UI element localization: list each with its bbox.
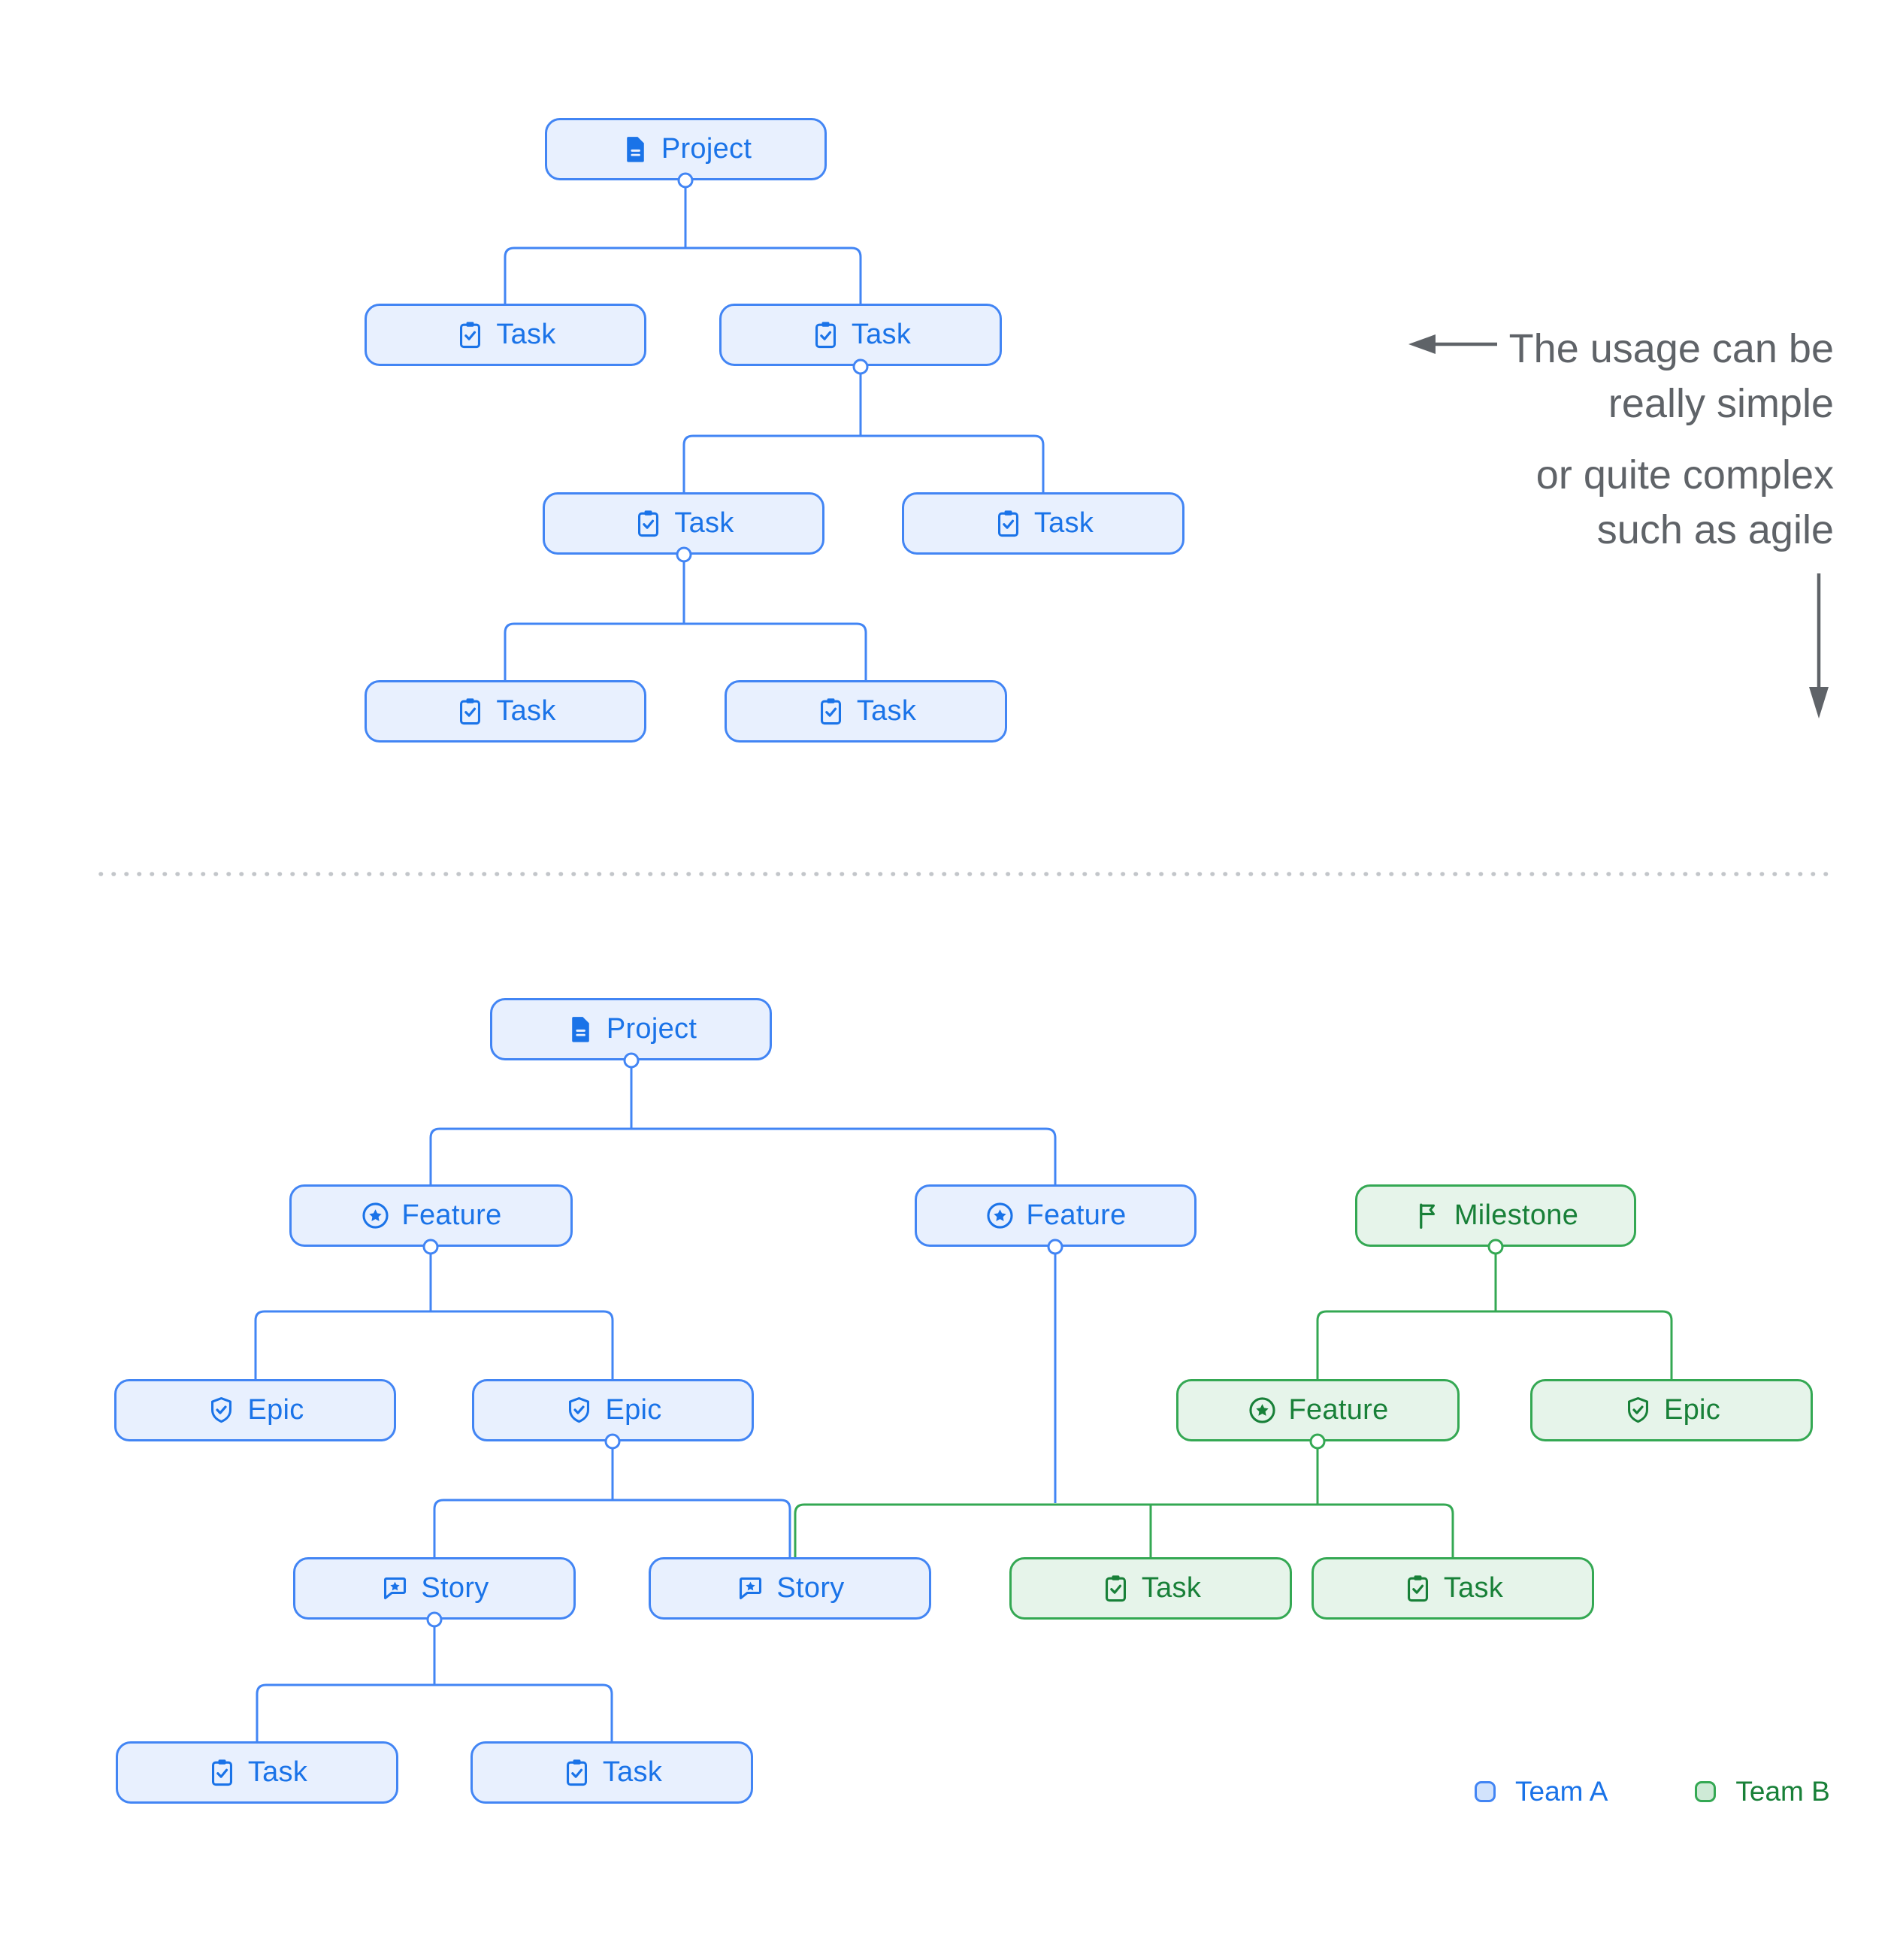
node-label: Epic: [605, 1394, 662, 1426]
node-task: Task: [719, 304, 1002, 366]
legend: Team A Team B: [1475, 1776, 1830, 1807]
node-task: Task: [365, 680, 646, 743]
node-label: Task: [851, 319, 912, 350]
legend-item-team-b: Team B: [1695, 1776, 1830, 1807]
node-story: Story: [293, 1557, 576, 1620]
feature-star-icon: [987, 1202, 1014, 1229]
epic-shield-icon: [569, 1396, 590, 1423]
node-story: Story: [649, 1557, 931, 1620]
node-label: Task: [1443, 1572, 1504, 1604]
node-task: Task: [543, 492, 824, 555]
node-label: Milestone: [1454, 1199, 1579, 1231]
node-label: Story: [421, 1572, 489, 1604]
node-task: Task: [365, 304, 646, 366]
node-label: Task: [602, 1756, 663, 1788]
node-task: Task: [725, 680, 1007, 743]
node-label: Story: [776, 1572, 845, 1604]
node-task: Task: [1009, 1557, 1292, 1620]
node-epic: Epic: [1530, 1379, 1813, 1441]
node-epic: Epic: [472, 1379, 754, 1441]
task-check-icon: [1105, 1574, 1126, 1602]
node-feature: Feature: [1176, 1379, 1460, 1441]
note-complex: or quite complex such as agile: [1536, 448, 1834, 558]
task-check-icon: [1407, 1574, 1428, 1602]
note-line: The usage can be: [1508, 326, 1834, 371]
task-check-icon: [820, 697, 841, 725]
node-project: Project: [545, 118, 827, 180]
node-feature: Feature: [915, 1184, 1197, 1247]
team-a-swatch: [1475, 1781, 1496, 1802]
task-check-icon: [638, 509, 659, 537]
node-label: Task: [674, 507, 734, 539]
node-label: Project: [661, 133, 752, 165]
legend-label: Team B: [1735, 1776, 1830, 1807]
node-label: Project: [606, 1013, 697, 1045]
story-star-icon: [384, 1577, 407, 1600]
document-icon: [625, 135, 646, 164]
node-feature: Feature: [289, 1184, 573, 1247]
node-label: Task: [856, 695, 917, 727]
node-label: Task: [1141, 1572, 1202, 1604]
milestone-flag-icon: [1419, 1203, 1435, 1230]
connector-simple-tree: [504, 172, 1045, 680]
team-b-swatch: [1695, 1781, 1717, 1802]
node-task: Task: [116, 1741, 398, 1804]
task-check-icon: [211, 1758, 232, 1786]
epic-shield-icon: [211, 1396, 232, 1423]
task-check-icon: [566, 1758, 587, 1786]
story-star-icon: [740, 1577, 762, 1600]
note-line: really simple: [1608, 381, 1834, 426]
document-icon: [570, 1015, 591, 1044]
note-simple: The usage can be really simple: [1509, 322, 1834, 431]
feature-star-icon: [1249, 1397, 1276, 1423]
node-task: Task: [902, 492, 1184, 555]
legend-item-team-a: Team A: [1475, 1776, 1608, 1807]
node-project: Project: [490, 998, 772, 1060]
node-label: Feature: [401, 1199, 502, 1231]
node-epic: Epic: [114, 1379, 396, 1441]
node-task: Task: [1312, 1557, 1594, 1620]
node-task: Task: [470, 1741, 753, 1804]
left-arrow: [1408, 334, 1497, 354]
node-label: Task: [496, 319, 556, 350]
node-label: Task: [1033, 507, 1094, 539]
feature-star-icon: [362, 1202, 389, 1229]
node-label: Epic: [247, 1394, 304, 1426]
task-check-icon: [815, 320, 836, 349]
note-line: such as agile: [1596, 507, 1834, 552]
node-label: Epic: [1663, 1394, 1721, 1426]
node-label: Feature: [1288, 1394, 1389, 1426]
node-label: Task: [496, 695, 556, 727]
epic-shield-icon: [1627, 1396, 1649, 1423]
note-line: or quite complex: [1535, 452, 1834, 498]
legend-label: Team A: [1515, 1776, 1608, 1807]
task-check-icon: [460, 697, 481, 725]
down-arrow: [1809, 573, 1829, 718]
task-check-icon: [460, 320, 481, 349]
node-label: Feature: [1026, 1199, 1127, 1231]
task-check-icon: [997, 509, 1018, 537]
node-milestone: Milestone: [1355, 1184, 1636, 1247]
node-label: Task: [247, 1756, 308, 1788]
